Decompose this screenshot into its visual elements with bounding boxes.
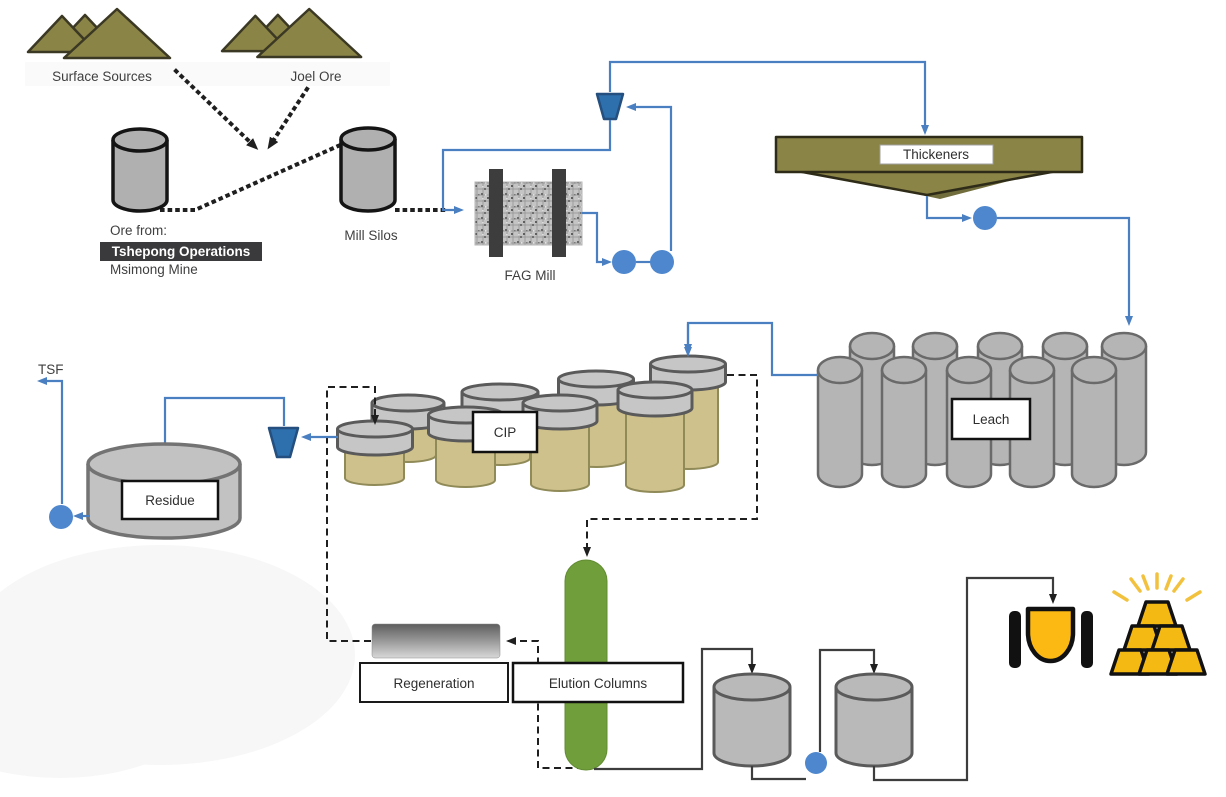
fag-mill-label: FAG Mill [504,268,555,283]
surface-sources-mountains-icon [26,7,172,60]
leach-label-box [950,397,1032,441]
discharge-funnel-icon [267,426,300,459]
cyclone-overflow-line [608,60,929,135]
mill-discharge-line [582,211,612,266]
regeneration-label: Regeneration [393,676,474,691]
tshepong-highlight-box [100,242,262,261]
leach-tank [1070,355,1118,489]
loaded-carbon-to-elution-line [583,374,758,557]
pump-icon [612,250,636,274]
surface-sources-label: Surface Sources [52,69,152,84]
gold-ingot [1150,624,1192,652]
leach-label: Leach [973,412,1010,427]
surface-sources-ore-arrow [173,68,259,150]
joel-ore-arrow [267,86,310,150]
elution-columns-label: Elution Columns [549,676,648,691]
to-smelting-line [872,576,1057,782]
ore-conveyor-line [160,139,350,212]
joel-ore-mountains-icon [220,7,363,59]
mill-ring-right [552,169,566,257]
thickener-to-leach-line [997,216,1133,326]
gold-bars-icon [1109,572,1207,676]
regeneration-label-box [359,662,509,703]
eluate-line-2 [750,766,806,781]
cyclone-funnel-icon [595,92,625,121]
pump-icon [805,752,827,774]
cyclone-underflow-line [441,120,612,214]
pump-icon [49,505,73,529]
leach-tank [816,355,864,489]
gold-ingot [1136,600,1178,628]
mill-silo-icon [339,126,397,213]
pump-to-cyclone-line [626,103,673,251]
cip-label: CIP [494,425,517,440]
tshepong-operations-label: Tshepong Operations [112,244,251,259]
gold-ingot [1165,648,1207,676]
background-smudges [0,62,390,778]
pump-icon [650,250,674,274]
cip-tank [616,380,694,493]
ore-silo-icon [111,127,169,213]
regeneration-drum-icon [371,623,501,659]
eluate-tank-icon [712,672,792,768]
residue-label: Residue [145,493,195,508]
crucible [1025,606,1076,664]
thickener-underflow-line [925,196,972,222]
regenerated-carbon-return-line [326,386,379,642]
elution-to-regeneration-line [506,637,584,769]
ore-from-label: Ore from: [110,223,167,238]
cip-tank [336,419,414,486]
gold-rays [1112,572,1202,602]
msimong-mine-label: Msimong Mine [110,262,198,277]
mill-silos-label: Mill Silos [344,228,398,243]
funnel-to-residue-line [161,396,286,464]
tsf-line [37,377,64,504]
thickeners-label: Thickeners [903,147,969,162]
elution-columns-label-box [511,661,685,704]
leach-tank [880,355,928,489]
eluate-line-3 [818,648,878,752]
smelting-furnace-icon [1009,606,1093,668]
pump-icon [973,206,997,230]
furnace-bar-left [1009,611,1021,668]
fag-mill-icon [474,169,583,257]
eluate-line-1 [594,647,756,771]
thickeners-label-box [879,144,994,165]
tsf-label: TSF [38,362,64,377]
joel-ore-label: Joel Ore [290,69,341,84]
mill-ring-left [489,169,503,257]
residue-label-box [120,479,220,521]
cip-label-box [471,410,539,454]
furnace-bar-right [1081,611,1093,668]
eluate-tank-icon [834,672,914,768]
